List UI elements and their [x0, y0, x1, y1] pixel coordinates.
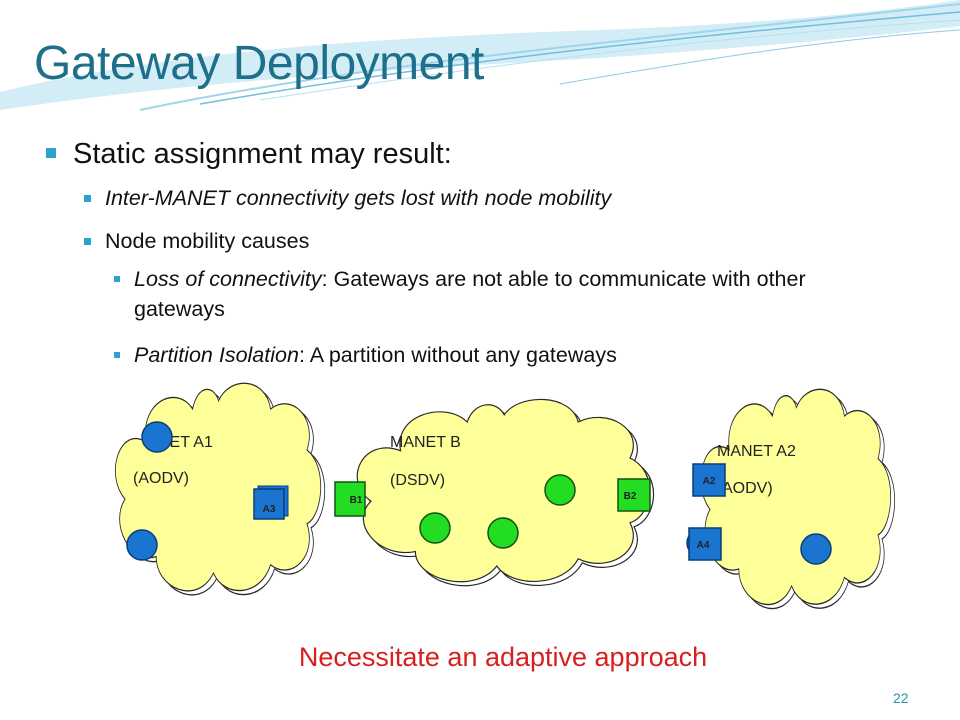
bullet-level3-loss-of-connectivity: Loss of connectivity: Gateways are not a… — [114, 264, 874, 324]
gateway-a4-label: A4 — [697, 540, 710, 551]
mobile-node-green — [487, 517, 519, 549]
conclusion-text: Necessitate an adaptive approach — [298, 642, 708, 672]
slide-title: Gateway Deployment — [34, 37, 484, 90]
mobile-node-blue — [800, 533, 832, 565]
gateway-b1-label: B1 — [350, 495, 363, 506]
gateway-a2-label: A2 — [703, 476, 716, 487]
bullet-definition: : Gateways are not able to communicate w… — [134, 267, 806, 321]
bullet-text: Loss of connectivity: Gateways are not a… — [134, 264, 874, 324]
manet-diagram: NET A1 (AODV) A3 MANET B (DSDV) B1 B2 MA… — [114, 382, 896, 610]
cloud-manet-a2 — [700, 388, 896, 610]
mobile-node-green — [419, 512, 451, 544]
cloud-a2-name: MANET A2 — [717, 443, 796, 460]
bullet-level3-partition-isolation: Partition Isolation: A partition without… — [114, 340, 874, 370]
bullet-term: Loss of connectivity — [134, 267, 322, 291]
header-wave-decoration — [0, 0, 960, 111]
bullet-text: Inter-MANET connectivity gets lost with … — [105, 186, 612, 210]
cloud-b-name: MANET B — [390, 434, 461, 451]
gateway-node-a2 — [692, 463, 726, 497]
gateway-node-a4 — [688, 527, 722, 561]
gateway-b2-label: B2 — [624, 491, 637, 502]
cloud-a1-protocol: (AODV) — [133, 470, 189, 487]
mobile-node-blue — [141, 421, 173, 453]
bullet-square-icon — [46, 148, 56, 158]
bullet-level2-node-mobility: Node mobility causes — [84, 229, 309, 254]
bullet-text: Partition Isolation: A partition without… — [134, 340, 617, 370]
page-number: 22 — [893, 690, 909, 706]
gateway-node-b2 — [617, 478, 651, 512]
bullet-square-icon — [84, 195, 91, 202]
bullet-square-icon — [114, 276, 120, 282]
bullet-square-icon — [114, 352, 120, 358]
mobile-node-green — [544, 474, 576, 506]
cloud-manet-a1 — [114, 382, 326, 596]
bullet-square-icon — [84, 238, 91, 245]
gateway-node-b1 — [334, 481, 366, 517]
gateway-a3-label: A3 — [263, 504, 276, 515]
mobile-node-blue — [126, 529, 158, 561]
bullet-text: Node mobility causes — [105, 229, 310, 253]
bullet-level1: Static assignment may result: — [46, 138, 452, 171]
bullet-term: Partition Isolation — [134, 343, 299, 367]
cloud-a2-protocol: AODV) — [722, 480, 773, 497]
cloud-manet-b — [356, 398, 655, 587]
bullet-definition: : A partition without any gateways — [298, 343, 617, 367]
cloud-b-protocol: (DSDV) — [390, 472, 445, 489]
gateway-node-a3 — [253, 488, 285, 520]
bullet-level2-inter-manet: Inter-MANET connectivity gets lost with … — [84, 186, 611, 211]
bullet-text: Static assignment may result: — [73, 138, 452, 170]
